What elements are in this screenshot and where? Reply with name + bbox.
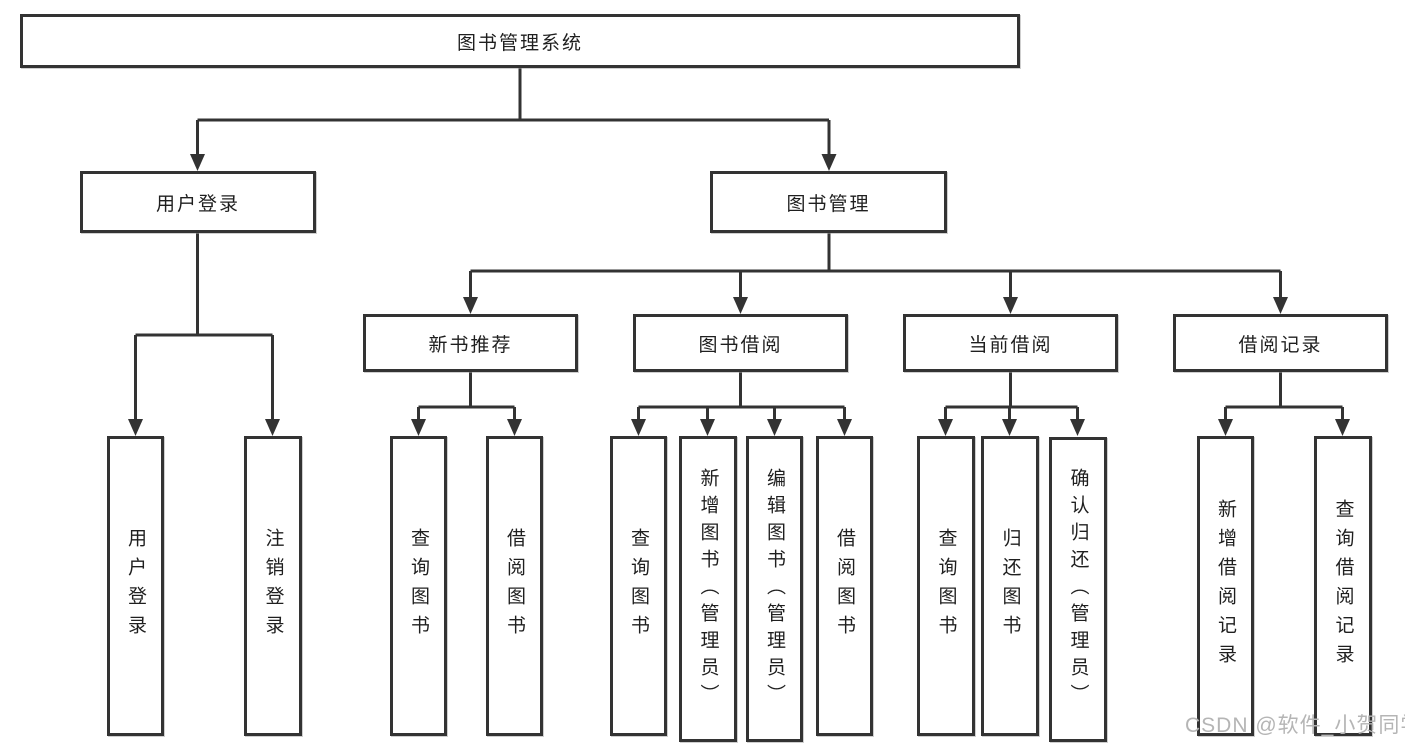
csdn-watermark: CSDN @软件_小贺同学: [1185, 714, 1405, 737]
node-book-management: 图书管理: [710, 171, 947, 233]
node-new-book-recommend: 新书推荐: [363, 314, 578, 372]
node-book-borrow: 图书借阅: [633, 314, 848, 372]
arrowhead-icons: [128, 154, 1350, 436]
node-borrow-records: 借阅记录: [1173, 314, 1388, 372]
leaf-borrow-books-recommend: 借阅图书: [486, 436, 543, 736]
leaf-query-books-borrow: 查询图书: [610, 436, 667, 736]
node-root: 图书管理系统: [20, 14, 1020, 68]
leaf-return-books: 归还图书: [981, 436, 1039, 736]
leaf-query-borrow-record: 查询借阅记录: [1314, 436, 1372, 736]
leaf-query-books-recommend: 查询图书: [390, 436, 447, 736]
leaf-add-books-admin: 新增图书（管理员）: [679, 436, 737, 742]
leaf-user-login: 用户登录: [107, 436, 164, 736]
leaf-edit-books-admin: 编辑图书（管理员）: [746, 436, 803, 742]
leaf-add-borrow-record: 新增借阅记录: [1197, 436, 1254, 736]
node-current-borrow: 当前借阅: [903, 314, 1118, 372]
leaf-logout: 注销登录: [244, 436, 302, 736]
leaf-query-books-current: 查询图书: [917, 436, 975, 736]
leaf-borrow-books: 借阅图书: [816, 436, 873, 736]
node-user-login: 用户登录: [80, 171, 316, 233]
leaf-confirm-return-admin: 确认归还（管理员）: [1049, 437, 1107, 742]
